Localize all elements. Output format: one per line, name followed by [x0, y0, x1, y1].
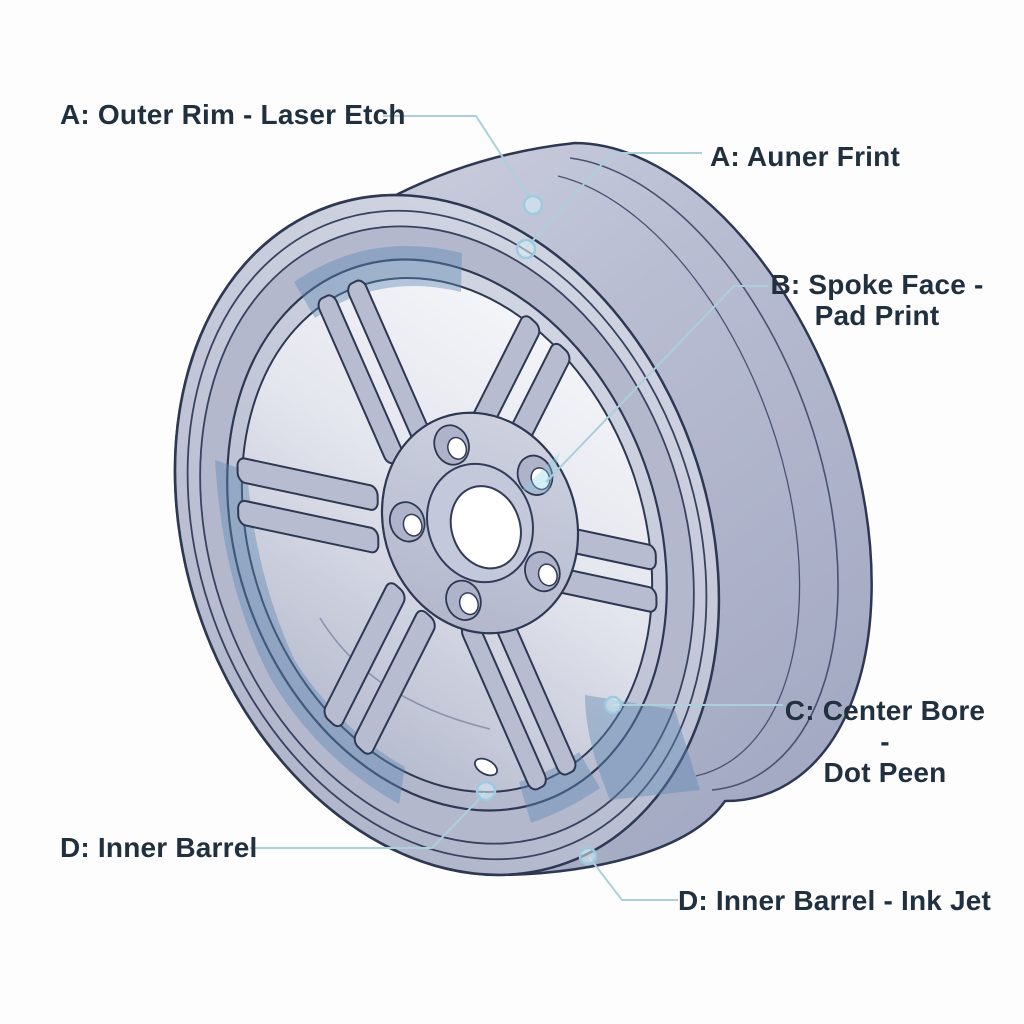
highlight-zone-inner-barrel	[585, 695, 700, 800]
label-text: B: Spoke Face -	[770, 269, 984, 300]
label-text: Pad Print	[814, 300, 940, 331]
label-auner-frint: A: Auner Frint	[710, 141, 900, 172]
leader-lines	[250, 115, 783, 901]
leader-endpoint-smear-b	[522, 452, 560, 494]
marker-dot-d-inner-barrel	[475, 780, 497, 802]
lug-hole-bore	[458, 592, 479, 616]
spokes	[174, 215, 720, 855]
center-bore-hole	[449, 485, 522, 570]
spoke	[322, 579, 437, 757]
lug-hole-bore	[402, 513, 423, 537]
lug-hole-bore	[537, 563, 558, 587]
marker-dots	[475, 194, 623, 866]
label-text: A: Auner Frint	[710, 141, 900, 172]
leader-line-d-inner-barrel	[250, 792, 486, 849]
leader-line-a-outer-rim	[383, 115, 534, 205]
leader-line-d-ink-jet	[588, 856, 678, 901]
label-text: D: Inner Barrel	[60, 832, 258, 863]
wheel-illustration	[173, 141, 873, 877]
hub	[380, 411, 580, 635]
marker-dot-a-outer-rim	[522, 194, 544, 216]
label-text: D: Inner Barrel - Ink Jet	[678, 885, 992, 916]
highlight-zone-left-rim	[215, 460, 405, 804]
label-text: C: Center Bore -	[784, 695, 986, 757]
label-text: A: Outer Rim - Laser Etch	[60, 99, 406, 130]
highlight-zone-bottom-rim	[519, 752, 600, 823]
barrel-ridge-line	[569, 157, 839, 791]
leader-line-b-spoke-face	[545, 285, 768, 483]
barrel-ridge-line	[557, 175, 801, 777]
leader-line-a-auner-frint	[526, 152, 702, 248]
lug-hole-bore	[530, 467, 551, 491]
marker-dot-d-ink-jet	[578, 846, 598, 866]
marker-dot-a-auner-frint	[515, 238, 537, 260]
lug-holes	[388, 424, 561, 621]
label-outer-rim-laser-etch: A: Outer Rim - Laser Etch	[60, 99, 406, 130]
rim-ring-outer	[186, 209, 708, 861]
spoke	[237, 457, 378, 554]
lug-hole-bore	[447, 436, 468, 460]
label-spoke-face-pad-print: B: Spoke Face - Pad Print	[770, 269, 984, 331]
valve-hole	[474, 757, 498, 777]
label-text: Dot Peen	[823, 757, 947, 788]
label-inner-barrel: D: Inner Barrel	[60, 832, 258, 863]
marker-dot-c-center-bore	[603, 695, 623, 715]
label-center-bore-dot-peen: C: Center Bore - Dot Peen	[778, 695, 992, 788]
label-inner-barrel-ink-jet: D: Inner Barrel - Ink Jet	[678, 885, 991, 916]
